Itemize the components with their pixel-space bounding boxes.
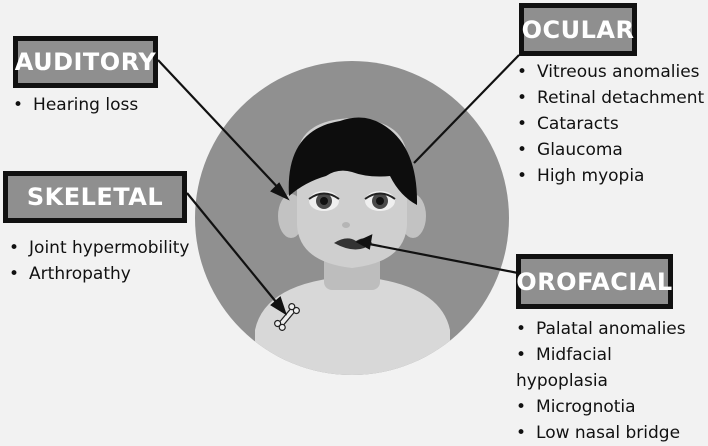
ocular-list: Vitreous anomalies Retinal detachment Ca… (517, 59, 704, 189)
skeletal-list: Joint hypermobility Arthropathy (9, 235, 189, 287)
list-item: Vitreous anomalies (517, 59, 704, 85)
list-item: Glaucoma (517, 137, 704, 163)
ocular-arrow (413, 54, 520, 164)
orofacial-list: Palatal anomalies Midfacial hypoplasia M… (516, 316, 708, 446)
bone-icon (274, 303, 300, 331)
skeletal-arrow (186, 192, 282, 309)
list-item: Arthropathy (9, 261, 189, 287)
list-item: Retinal detachment (517, 85, 704, 111)
orofacial-label-box: OROFACIAL (516, 254, 673, 309)
auditory-arrow (157, 59, 284, 194)
list-item: Micrognotia (516, 394, 708, 420)
list-item: Low nasal bridge (516, 420, 708, 446)
list-item: Midfacial hypoplasia (516, 342, 708, 394)
auditory-list: Hearing loss (13, 92, 138, 118)
nose (342, 222, 350, 228)
right-pupil (376, 197, 384, 205)
list-item: Palatal anomalies (516, 316, 708, 342)
shoulders (255, 276, 450, 375)
ocular-label-box: OCULAR (519, 3, 637, 56)
hair (288, 117, 418, 205)
skeletal-label-box: SKELETAL (3, 171, 187, 223)
left-pupil (320, 197, 328, 205)
list-item: Hearing loss (13, 92, 138, 118)
list-item: Cataracts (517, 111, 704, 137)
list-item: High myopia (517, 163, 704, 189)
orofacial-arrow (363, 241, 519, 275)
list-item: Joint hypermobility (9, 235, 189, 261)
auditory-label-box: AUDITORY (13, 36, 158, 88)
face-illustration (157, 54, 520, 375)
